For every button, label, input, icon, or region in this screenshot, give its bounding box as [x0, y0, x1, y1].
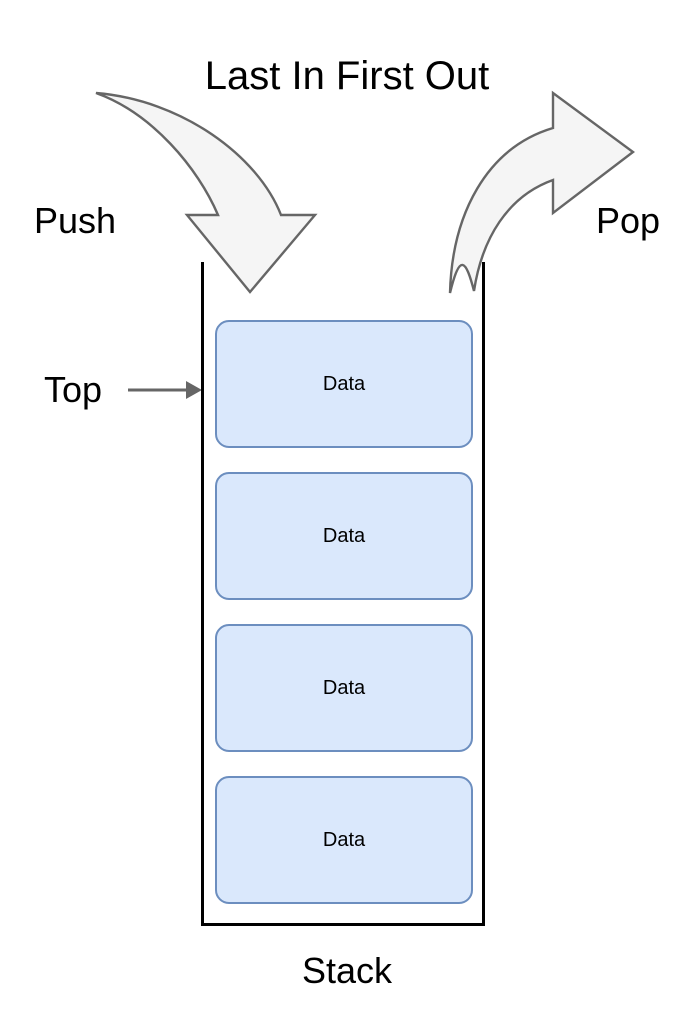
stack-cell-4[interactable]: Data — [215, 776, 473, 904]
stack-cell-label: Data — [322, 828, 366, 851]
stack-cell-1[interactable]: Data — [215, 320, 473, 448]
stack-cell-2[interactable]: Data — [215, 472, 473, 600]
stack-container — [201, 262, 485, 926]
stack-cell-label: Data — [322, 372, 366, 395]
diagram-title: Last In First Out — [204, 54, 490, 98]
stack-cell-3[interactable]: Data — [215, 624, 473, 752]
pop-arrow-icon — [448, 90, 636, 294]
pop-label: Pop — [596, 200, 661, 241]
top-pointer-arrow-icon — [128, 381, 202, 399]
push-label: Push — [34, 200, 117, 241]
top-pointer-label: Top — [44, 369, 103, 410]
stack-cell-label: Data — [322, 524, 366, 547]
push-arrow-icon — [95, 91, 318, 294]
stack-cell-label: Data — [322, 676, 366, 699]
stack-caption: Stack — [301, 950, 393, 991]
